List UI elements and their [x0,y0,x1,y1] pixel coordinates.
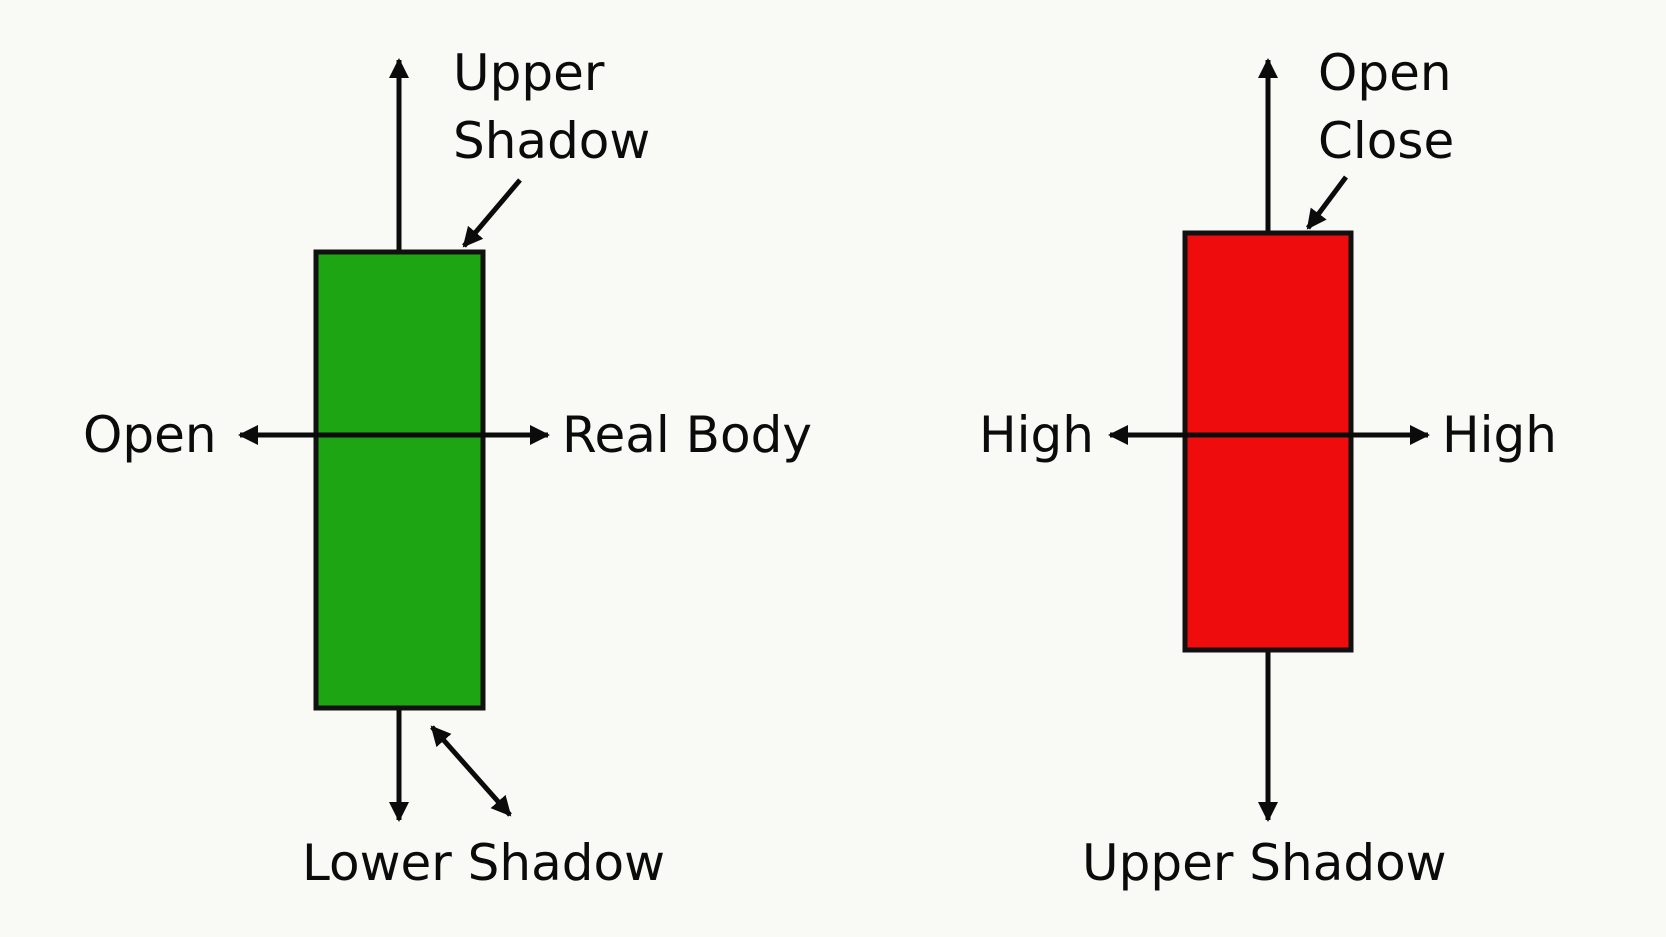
bearish-right-high-label: High [1442,406,1557,464]
bearish-open-label: Open [1318,44,1452,102]
bearish-upper-shadow-label: Upper Shadow [1082,834,1447,892]
lower-shadow-pointer-arrow [430,725,512,817]
bearish-left-high-label: High [979,406,1094,464]
bearish-close-label: Close [1318,112,1454,170]
bullish-open-label: Open [83,406,217,464]
bullish-real-body-label: Real Body [562,406,812,464]
bullish-lower-shadow-label: Lower Shadow [302,834,665,892]
bearish-candle: Open Close High High Upper Shadow [979,44,1557,892]
bullish-upper-shadow-label-line2: Shadow [453,112,650,170]
bullish-upper-shadow-label-line1: Upper [453,44,605,102]
bullish-real-body [313,249,486,711]
open-close-pointer-arrow [1305,175,1349,230]
bullish-candle: Upper Shadow Open Real Body Lower Shadow [83,44,812,892]
bearish-real-body [1182,230,1354,653]
upper-shadow-pointer-arrow [462,178,522,248]
